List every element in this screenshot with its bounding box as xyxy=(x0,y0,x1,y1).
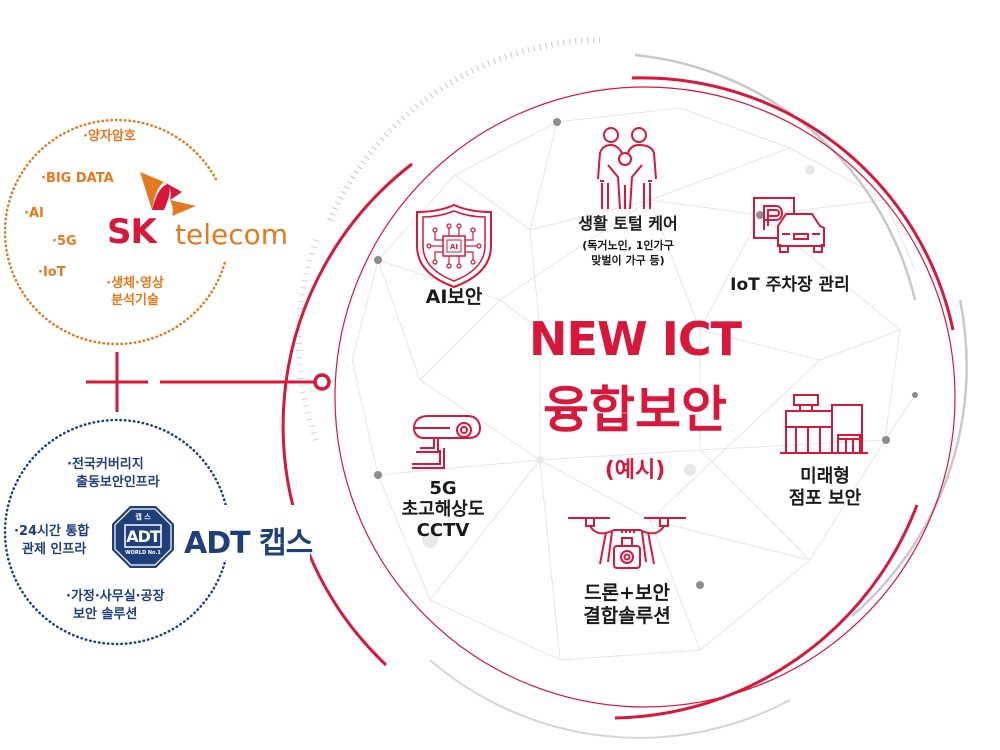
sk-wordmark: SK xyxy=(107,212,157,252)
red-arc-left xyxy=(281,162,413,667)
item-life-care-sub1: (독거노인, 1인가구 xyxy=(582,239,674,252)
adt-keyword-control: ·24시간 통합 관제 인프라 xyxy=(14,524,90,557)
adt-badge-bottom-text: WORLD No.1 xyxy=(125,550,161,556)
connector-node xyxy=(313,373,331,391)
adt-octagon-badge: 캡 스 ADT WORLD No.1 xyxy=(111,505,175,569)
outer-tick-arc xyxy=(327,37,601,222)
red-arc-bottom-right xyxy=(614,504,919,720)
network-nodes xyxy=(374,118,918,589)
telecom-wordmark: telecom xyxy=(175,218,289,251)
main-circle-outline xyxy=(334,86,956,708)
adt-keyword-solution: ·가정·사무실·공장 보안 솔루션 xyxy=(66,589,165,622)
outer-gray-arc-right xyxy=(851,299,968,617)
item-drone-line2: 결합솔루션 xyxy=(583,605,671,627)
item-ai-security-label: AI보안 xyxy=(425,286,483,308)
item-cctv-line3: CCTV xyxy=(416,520,470,541)
main-title-example: (예시) xyxy=(604,458,666,483)
ai-shield-icon: AI xyxy=(416,203,492,289)
sk-keyword-ai: ·AI xyxy=(24,206,44,221)
adt-keyword-nationwide: ·전국커버리지 출동보안인프라 xyxy=(67,457,160,490)
item-drone-line1: 드론+보안 xyxy=(584,582,670,604)
store-building-icon xyxy=(780,394,868,454)
item-life-care-sub2: 맞벌이 가구 등) xyxy=(591,254,665,267)
parking-car-icon xyxy=(753,197,825,253)
plus-icon xyxy=(86,352,148,412)
adt-octagon-icon xyxy=(112,506,174,568)
svg-text:AI: AI xyxy=(450,243,458,251)
item-iot-parking-label: IoT 주차장 관리 xyxy=(730,275,850,295)
cctv-camera-icon xyxy=(412,415,482,469)
item-store-line2: 점포 보안 xyxy=(788,488,862,509)
adt-badge-main-text: ADT xyxy=(126,527,161,546)
sk-keyword-quantum: ·양자암호 xyxy=(83,129,136,144)
item-store-line1: 미래형 xyxy=(800,466,850,487)
main-title-convergence-security: 융합보안 xyxy=(543,381,727,439)
red-arc-top xyxy=(631,76,955,331)
family-icon xyxy=(597,127,657,210)
sk-keyword-bio-video: ·생체·영상 분석기술 xyxy=(106,276,164,308)
sk-butterfly-logo-icon xyxy=(140,172,196,216)
outer-gray-arc-bottom xyxy=(429,659,791,739)
item-life-care-label: 생활 토털 케어 xyxy=(578,214,678,233)
drone-icon xyxy=(568,517,686,569)
sk-keyword-5g: ·5G xyxy=(52,234,77,249)
sk-keyword-iot: ·IoT xyxy=(38,265,66,280)
adt-badge-top-text: 캡 스 xyxy=(135,513,151,521)
adt-caps-wordmark: ADT 캡스 xyxy=(184,526,313,561)
item-cctv-line2: 초고해상도 xyxy=(401,499,485,520)
main-title-new-ict: NEW ICT xyxy=(529,312,742,366)
sk-keyword-bigdata: ·BIG DATA xyxy=(41,171,114,186)
item-cctv-line1: 5G xyxy=(429,478,457,499)
outer-gray-arc-top xyxy=(634,53,917,301)
